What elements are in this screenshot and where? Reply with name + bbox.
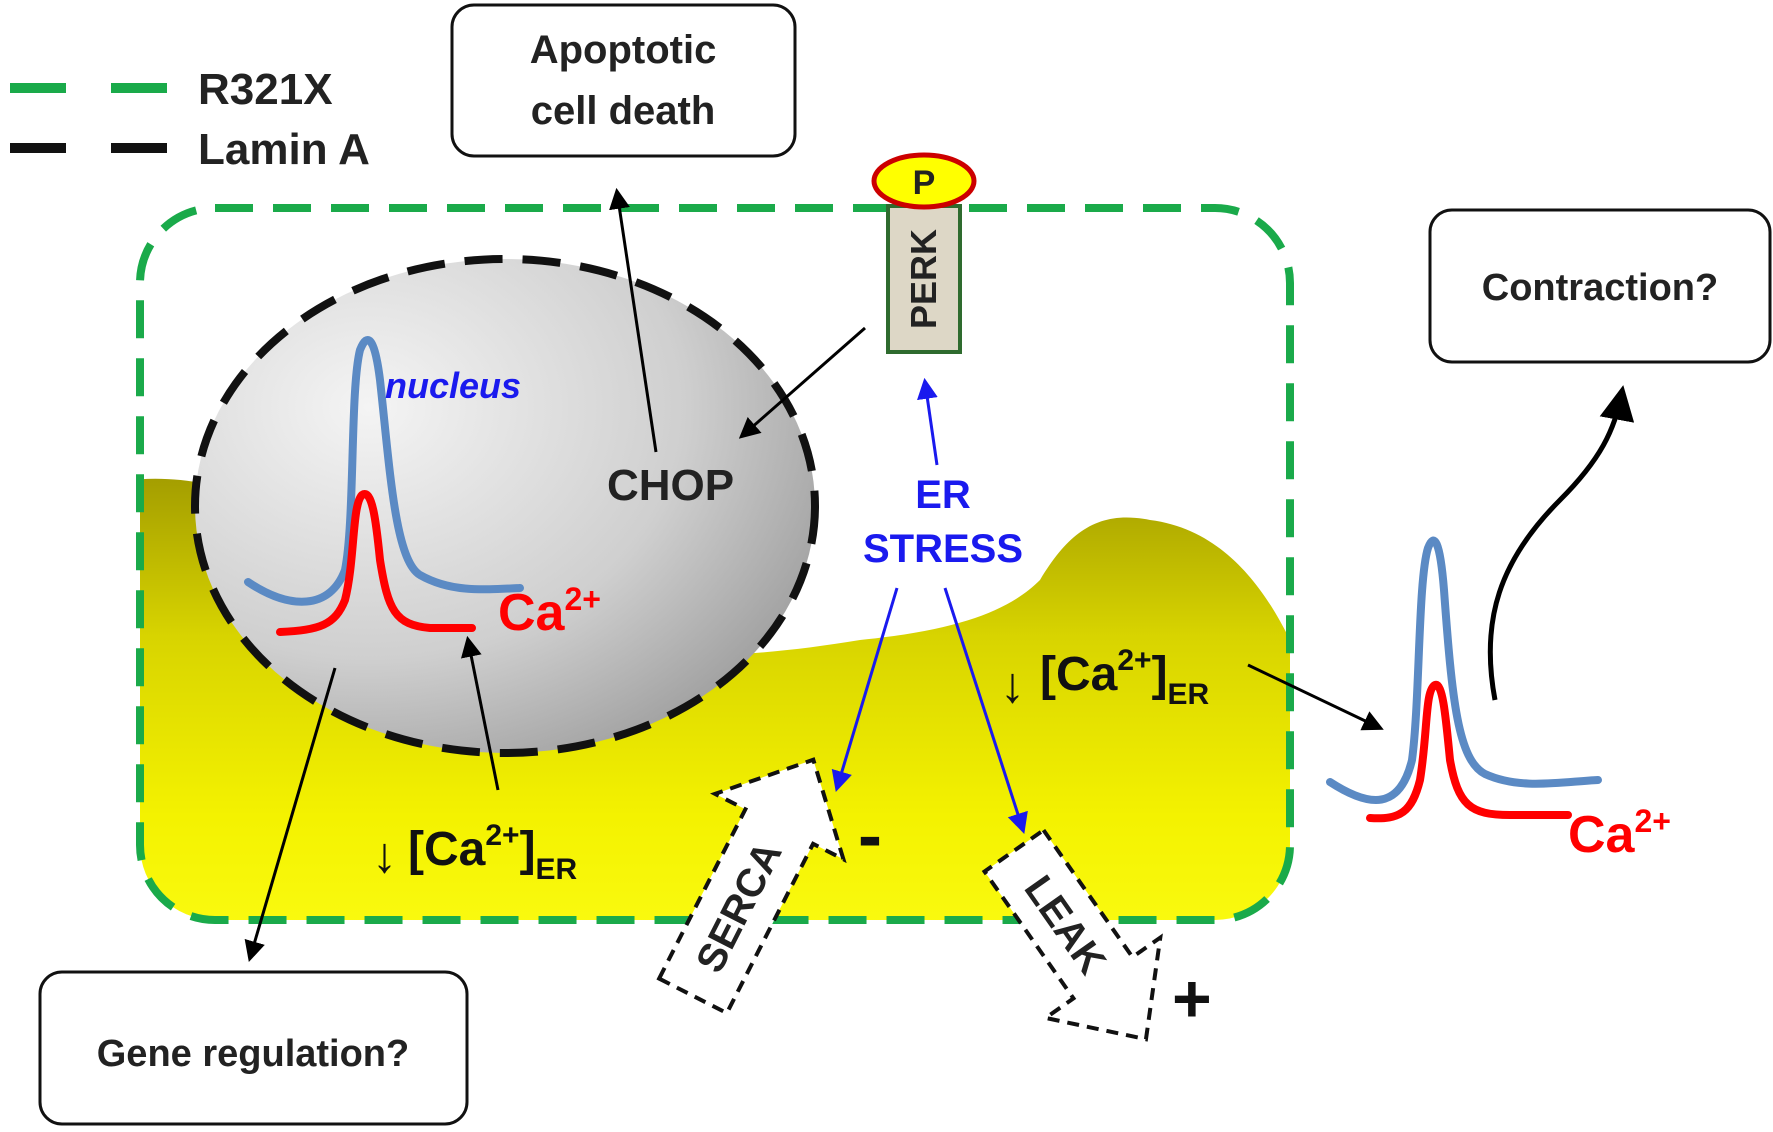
nuclear-red-trace bbox=[276, 490, 476, 636]
er-ca-arrow-down-left: ↓ bbox=[372, 827, 397, 883]
leak-channel: LEAK bbox=[981, 827, 1163, 1042]
nuclear-ca-text: Ca bbox=[498, 584, 566, 642]
legend-lamin-label: Lamin A bbox=[198, 125, 370, 174]
perk-receptor bbox=[886, 204, 962, 354]
cytosolic-ca-text: Ca bbox=[1568, 806, 1636, 864]
gene-regulation-label: Gene regulation? bbox=[97, 1033, 409, 1075]
chop-to-apoptosis-arrow bbox=[609, 187, 658, 453]
legend-r321x-label: R321X bbox=[198, 65, 333, 114]
er-ca-to-nucleus-arrow bbox=[460, 635, 500, 791]
gene-regulation-box bbox=[38, 970, 469, 1126]
chop-label: CHOP bbox=[607, 461, 734, 510]
er-stress-to-perk-arrow bbox=[917, 377, 939, 466]
contraction-box bbox=[1428, 208, 1772, 364]
apoptotic-box bbox=[450, 3, 797, 158]
er-ca-right-open: [Ca bbox=[1040, 648, 1118, 701]
nucleus-to-gene-regulation-arrow bbox=[244, 667, 337, 963]
er-ca-right-sup: 2+ bbox=[1117, 644, 1151, 677]
legend: R321X Lamin A bbox=[0, 65, 370, 174]
er-stress-to-leak-arrow bbox=[943, 587, 1028, 834]
nuclear-ca-sup: 2+ bbox=[564, 581, 600, 617]
er-stress-line1: ER bbox=[915, 473, 971, 517]
er-ca-left-sub: ER bbox=[536, 853, 578, 886]
phospho-label: P bbox=[913, 164, 936, 202]
contraction-label: Contraction? bbox=[1482, 267, 1718, 309]
er-region bbox=[140, 478, 1290, 920]
er-ca-label-right: [Ca2+]ER bbox=[1040, 644, 1210, 711]
cytosolic-red-trace bbox=[1366, 681, 1572, 823]
nucleus bbox=[191, 255, 819, 757]
perk-to-chop-arrow bbox=[738, 326, 866, 439]
serca-arrow-shape bbox=[656, 757, 847, 1016]
leak-arrow-shape bbox=[981, 827, 1163, 1042]
er-ca-left-sup: 2+ bbox=[485, 819, 519, 852]
er-ca-right-close: ] bbox=[1152, 648, 1168, 701]
nuclear-blue-trace bbox=[244, 336, 524, 606]
er-ca-label-left: [Ca2+]ER bbox=[408, 819, 578, 886]
cytosolic-ca-sup: 2+ bbox=[1634, 803, 1670, 839]
perk-label: PERK bbox=[903, 229, 944, 329]
er-ca-right-sub: ER bbox=[1168, 678, 1210, 711]
er-ca-left-open: [Ca bbox=[408, 823, 486, 876]
nuclear-ca-label: Ca2+ bbox=[498, 581, 601, 642]
er-ca-left-close: ] bbox=[520, 823, 536, 876]
er-stress-line2: STRESS bbox=[863, 527, 1023, 571]
cytosolic-blue-trace bbox=[1326, 536, 1602, 804]
phospho-group bbox=[871, 152, 977, 210]
apoptotic-line1: Apoptotic bbox=[530, 28, 717, 72]
cytosolic-to-contraction-arrow bbox=[1487, 385, 1635, 701]
nucleus-label: nucleus bbox=[385, 365, 521, 406]
cytosolic-ca-label: Ca2+ bbox=[1568, 803, 1671, 864]
leak-plus: + bbox=[1172, 961, 1212, 1037]
er-ca-to-cytosolic-arrow bbox=[1247, 663, 1384, 731]
serca-minus: - bbox=[858, 796, 882, 876]
er-stress-to-serca-arrow bbox=[831, 587, 899, 793]
apoptotic-line2: cell death bbox=[531, 89, 716, 133]
er-ca-arrow-down-right: ↓ bbox=[1000, 657, 1025, 713]
